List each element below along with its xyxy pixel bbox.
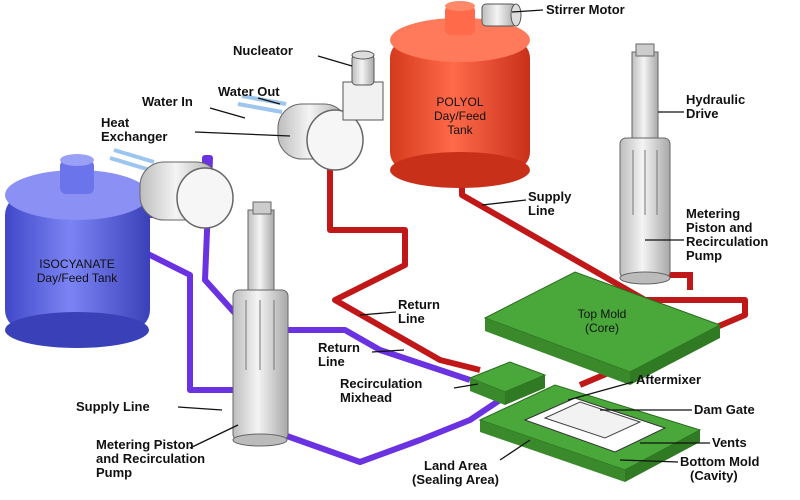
mold-cavity-inner xyxy=(543,401,642,439)
label-metering-left-1: Metering Piston xyxy=(96,437,194,452)
label-aftermixer: Aftermixer xyxy=(636,372,701,387)
leader-nucleator xyxy=(317,55,353,67)
pump-right-base xyxy=(619,271,671,285)
stirrer-motor xyxy=(481,3,522,27)
iso-supply-line xyxy=(268,397,502,465)
leader-land-area xyxy=(499,439,531,461)
iso-water-line-1 xyxy=(109,156,151,172)
labels: Stirrer Motor Nucleator Water Out Water … xyxy=(76,2,768,487)
label-land-area-2: (Sealing Area) xyxy=(412,472,499,487)
iso-tank-bottom xyxy=(5,312,149,348)
leader-return-1 xyxy=(359,311,397,316)
label-supply-left: Supply Line xyxy=(76,399,150,414)
label-metering-right-1: Metering xyxy=(686,206,740,221)
water-in-line xyxy=(237,102,283,114)
label-metering-left-3: Pump xyxy=(96,465,132,480)
metering-pump-right xyxy=(619,43,671,285)
top-mold-front xyxy=(485,318,630,385)
top-mold-side xyxy=(630,325,720,385)
polyol-tank-bottom xyxy=(390,152,530,188)
mixhead-front xyxy=(470,378,505,405)
label-return-1b: Line xyxy=(398,311,425,326)
polyol-tank-cap xyxy=(445,1,475,11)
label-hydraulic-2: Drive xyxy=(686,106,719,121)
heat-exchanger-iso xyxy=(139,161,234,229)
leader-supply-left xyxy=(177,406,223,411)
mixhead-side xyxy=(505,375,545,405)
top-mold-label-2: (Core) xyxy=(585,321,619,335)
label-mixhead-1: Recirculation xyxy=(340,376,422,391)
leader-mixhead xyxy=(453,383,479,389)
label-metering-right-4: Pump xyxy=(686,248,722,263)
heat-exchanger-polyol xyxy=(277,103,364,171)
leader-metering-left xyxy=(189,424,239,449)
label-bottom-mold-1: Bottom Mold xyxy=(680,454,759,469)
iso-tank-label-2: Day/Feed Tank xyxy=(37,271,118,285)
label-hydraulic-1: Hydraulic xyxy=(686,92,745,107)
hx-iso-face xyxy=(176,167,234,229)
iso-tank-label-1: ISOCYANATE xyxy=(39,257,115,271)
label-land-area-1: Land Area xyxy=(424,458,488,473)
label-return-2a: Return xyxy=(318,340,360,355)
polyol-tank-label-2: Day/Feed xyxy=(434,109,486,123)
polyol-tank-neck xyxy=(445,5,475,35)
label-nucleator: Nucleator xyxy=(233,43,293,58)
pump-right-head xyxy=(635,43,655,57)
iso-water-line-2 xyxy=(113,148,155,164)
top-mold-label-1: Top Mold xyxy=(578,307,627,321)
leader-water-out xyxy=(257,97,281,105)
leader-water-in xyxy=(209,107,246,119)
nucleator xyxy=(342,50,384,121)
label-return-2b: Line xyxy=(318,354,345,369)
label-water-out: Water Out xyxy=(218,84,280,99)
label-water-in: Water In xyxy=(142,94,193,109)
iso-tank-cap xyxy=(60,154,94,166)
iso-tank-to-pump xyxy=(138,247,240,393)
polyol-tank-body xyxy=(390,40,530,170)
polyol-tank: POLYOL Day/Feed Tank xyxy=(390,1,530,188)
pump-left-head xyxy=(252,201,272,215)
leader-lines xyxy=(177,9,710,463)
label-vents: Vents xyxy=(712,435,747,450)
leader-return-2 xyxy=(371,349,405,353)
label-heat-exchanger-1: Heat xyxy=(101,115,130,130)
hx-polyol-face xyxy=(306,109,364,171)
label-dam-gate: Dam Gate xyxy=(694,402,755,417)
polyol-return-line xyxy=(327,150,481,373)
stirrer-motor-face xyxy=(510,3,522,27)
leader-stirrer xyxy=(511,9,544,13)
label-metering-left-2: and Recirculation xyxy=(96,451,205,466)
label-metering-right-3: Recirculation xyxy=(686,234,768,249)
leader-bottom-mold xyxy=(619,459,679,463)
leader-heat-exchanger xyxy=(194,131,291,137)
label-metering-right-2: Piston and xyxy=(686,220,753,235)
leader-aftermixer xyxy=(567,381,634,401)
label-stirrer-motor: Stirrer Motor xyxy=(546,2,625,17)
label-supply-right-2: Line xyxy=(528,203,555,218)
polyol-tank-label-3: Tank xyxy=(447,123,473,137)
isocyanate-tank: ISOCYANATE Day/Feed Tank xyxy=(5,154,150,348)
polyol-tank-top xyxy=(390,18,530,62)
iso-tank-top xyxy=(5,170,149,220)
label-heat-exchanger-2: Exchanger xyxy=(101,129,167,144)
polyol-tank-label-1: POLYOL xyxy=(436,95,483,109)
metering-pump-left xyxy=(232,201,289,447)
label-supply-right-1: Supply xyxy=(528,189,572,204)
nucleator-cap xyxy=(351,50,375,60)
leader-supply-right xyxy=(481,199,527,206)
label-bottom-mold-2: (Cavity) xyxy=(690,468,738,483)
label-mixhead-2: Mixhead xyxy=(340,390,392,405)
iso-tank-body xyxy=(5,195,150,330)
label-return-1a: Return xyxy=(398,297,440,312)
pump-left-base xyxy=(232,433,288,447)
bottom-mold-front xyxy=(480,420,625,482)
iso-tank-neck xyxy=(60,160,94,194)
nucleator-block xyxy=(342,81,384,121)
